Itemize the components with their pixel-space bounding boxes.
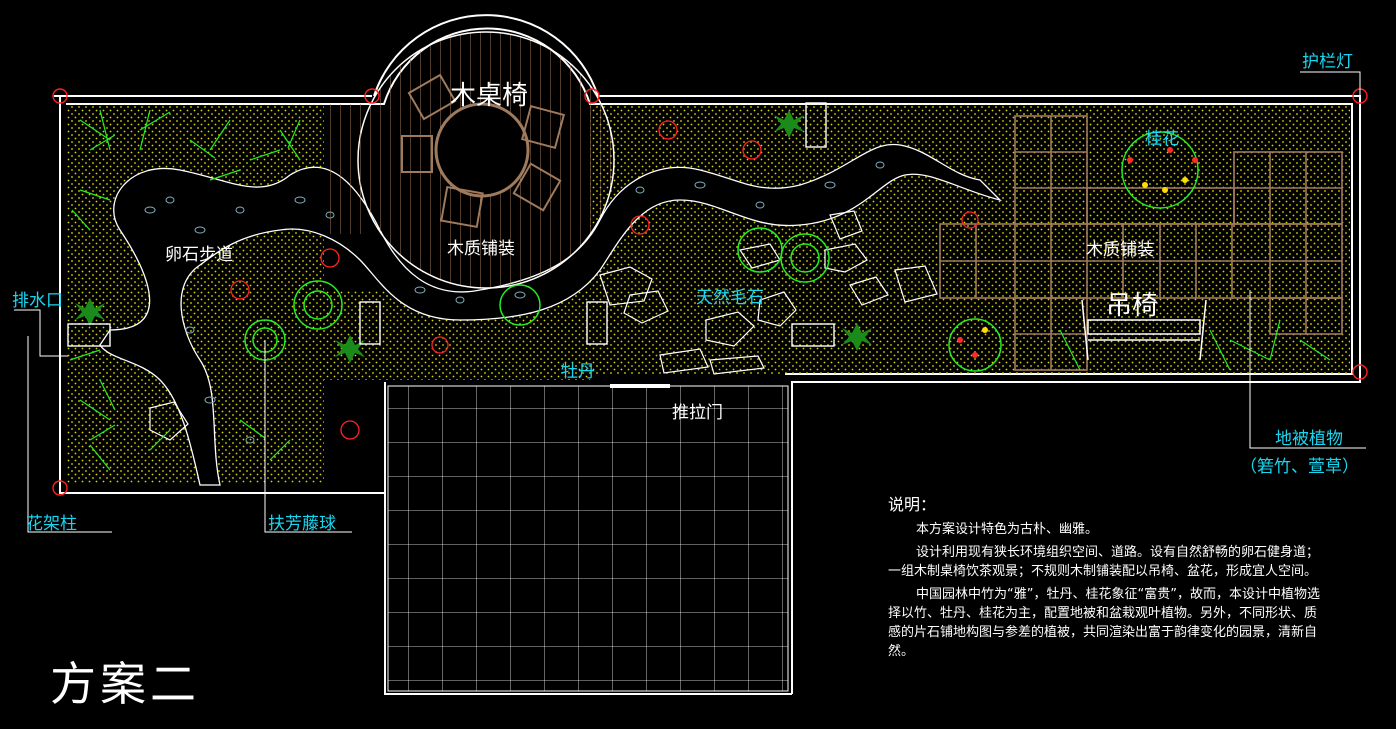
fixtures [67, 102, 835, 347]
label-groundcover-detail: （箬竹、萱草） [1240, 457, 1359, 477]
label-peony: 牡丹 [561, 362, 595, 382]
label-trellis-post: 花架柱 [26, 514, 77, 534]
round-wood-deck [324, 31, 615, 289]
label-drain: 排水口 [12, 291, 63, 311]
label-natural-stone: 天然毛石 [696, 288, 764, 308]
label-sliding-door: 推拉门 [672, 403, 723, 423]
star-shrubs [75, 110, 872, 363]
label-wood-paving-grid: 木质铺装 [1086, 240, 1154, 260]
label-hibiscus-vine: 扶芳藤球 [268, 514, 336, 534]
label-table-chairs: 木桌椅 [450, 81, 528, 111]
design-notes: 说明： 本方案设计特色为古朴、幽雅。 设计利用现有狭长环境组织空间、道路。设有自… [888, 495, 1328, 665]
bamboo-plants [69, 109, 1331, 471]
osmanthus-cluster [948, 131, 1199, 372]
peony-flowers [230, 120, 979, 440]
building-floor-grid [387, 384, 789, 692]
wood-grid-paving [939, 115, 1343, 371]
rail-lamps [52, 88, 1368, 496]
scheme-title: 方案二 [50, 657, 200, 711]
label-pebble-path: 卵石步道 [165, 245, 233, 265]
notes-paragraph-2: 设计利用现有狭长环境组织空间、道路。设有自然舒畅的卵石健身道；一组木制桌椅饮茶观… [888, 545, 1320, 579]
hanging-chair [1081, 299, 1207, 361]
label-osmanthus: 桂花 [1145, 129, 1179, 149]
notes-paragraph-1: 本方案设计特色为古朴、幽雅。 [916, 522, 1099, 537]
label-rail-lamp: 护栏灯 [1302, 52, 1353, 72]
leader-lines [14, 71, 1366, 533]
hibiscus-vine-balls [244, 227, 830, 361]
label-wood-paving-round: 木质铺装 [447, 239, 515, 259]
notes-paragraph-3: 中国园林中竹为“雅”，牡丹、桂花象征“富贵”，故而，本设计中植物选择以竹、牡丹、… [888, 587, 1320, 659]
label-hanging-chair: 吊椅 [1106, 291, 1158, 321]
notes-title: 说明： [888, 495, 937, 514]
label-groundcover: 地被植物 [1275, 429, 1343, 449]
